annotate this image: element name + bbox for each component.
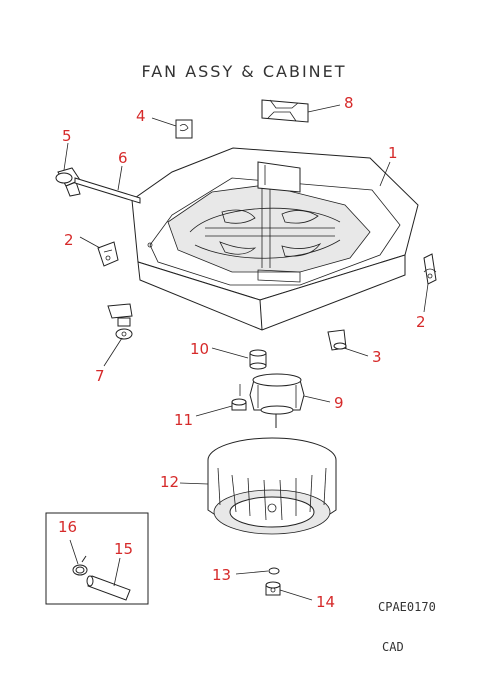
top-bracket-part: [261, 99, 309, 123]
hose-clamp-part: [72, 555, 88, 576]
callout-1: 1: [388, 144, 398, 162]
callout-11: 11: [174, 411, 193, 429]
drawing-code: CPAE0170: [378, 600, 436, 614]
callout-3: 3: [372, 348, 382, 366]
turbo-fan-part: [207, 437, 337, 535]
callout-9: 9: [334, 394, 344, 412]
washer-part: [231, 398, 247, 411]
drain-hose-part: [86, 575, 131, 601]
drain-pipe-part: [74, 177, 141, 204]
fan-nut-part: [265, 581, 281, 596]
fan-motor-part: [239, 373, 305, 428]
callout-6: 6: [118, 149, 128, 167]
accessory-inset: [45, 512, 149, 605]
clip-part: [175, 119, 193, 139]
callout-16: 16: [58, 518, 77, 536]
callout-4: 4: [136, 107, 146, 125]
callout-14: 14: [316, 593, 335, 611]
float-switch-part: [107, 303, 133, 340]
callout-12: 12: [160, 473, 179, 491]
small-washer-part: [268, 567, 280, 575]
diagram-title: FAN ASSY & CABINET: [141, 62, 347, 81]
leader-lines: [63, 104, 429, 601]
right-bracket-part: [423, 253, 437, 285]
nut-part: [249, 349, 267, 370]
callout-5: 5: [62, 127, 72, 145]
callout-2-left: 2: [64, 231, 74, 249]
callout-2-right: 2: [416, 313, 426, 331]
cabinet-part: [131, 147, 419, 331]
left-bracket-part: [97, 241, 119, 267]
callout-10: 10: [190, 340, 209, 358]
lower-bracket-part: [327, 329, 347, 351]
callout-8: 8: [344, 94, 354, 112]
callout-13: 13: [212, 566, 231, 584]
cad-label: CAD: [382, 640, 404, 654]
callout-labels: 1 2 2 3 4 5 6 7 8 9 10 11 12 13 14 15 16: [58, 94, 426, 611]
callout-7: 7: [95, 367, 105, 385]
callout-15: 15: [114, 540, 133, 558]
